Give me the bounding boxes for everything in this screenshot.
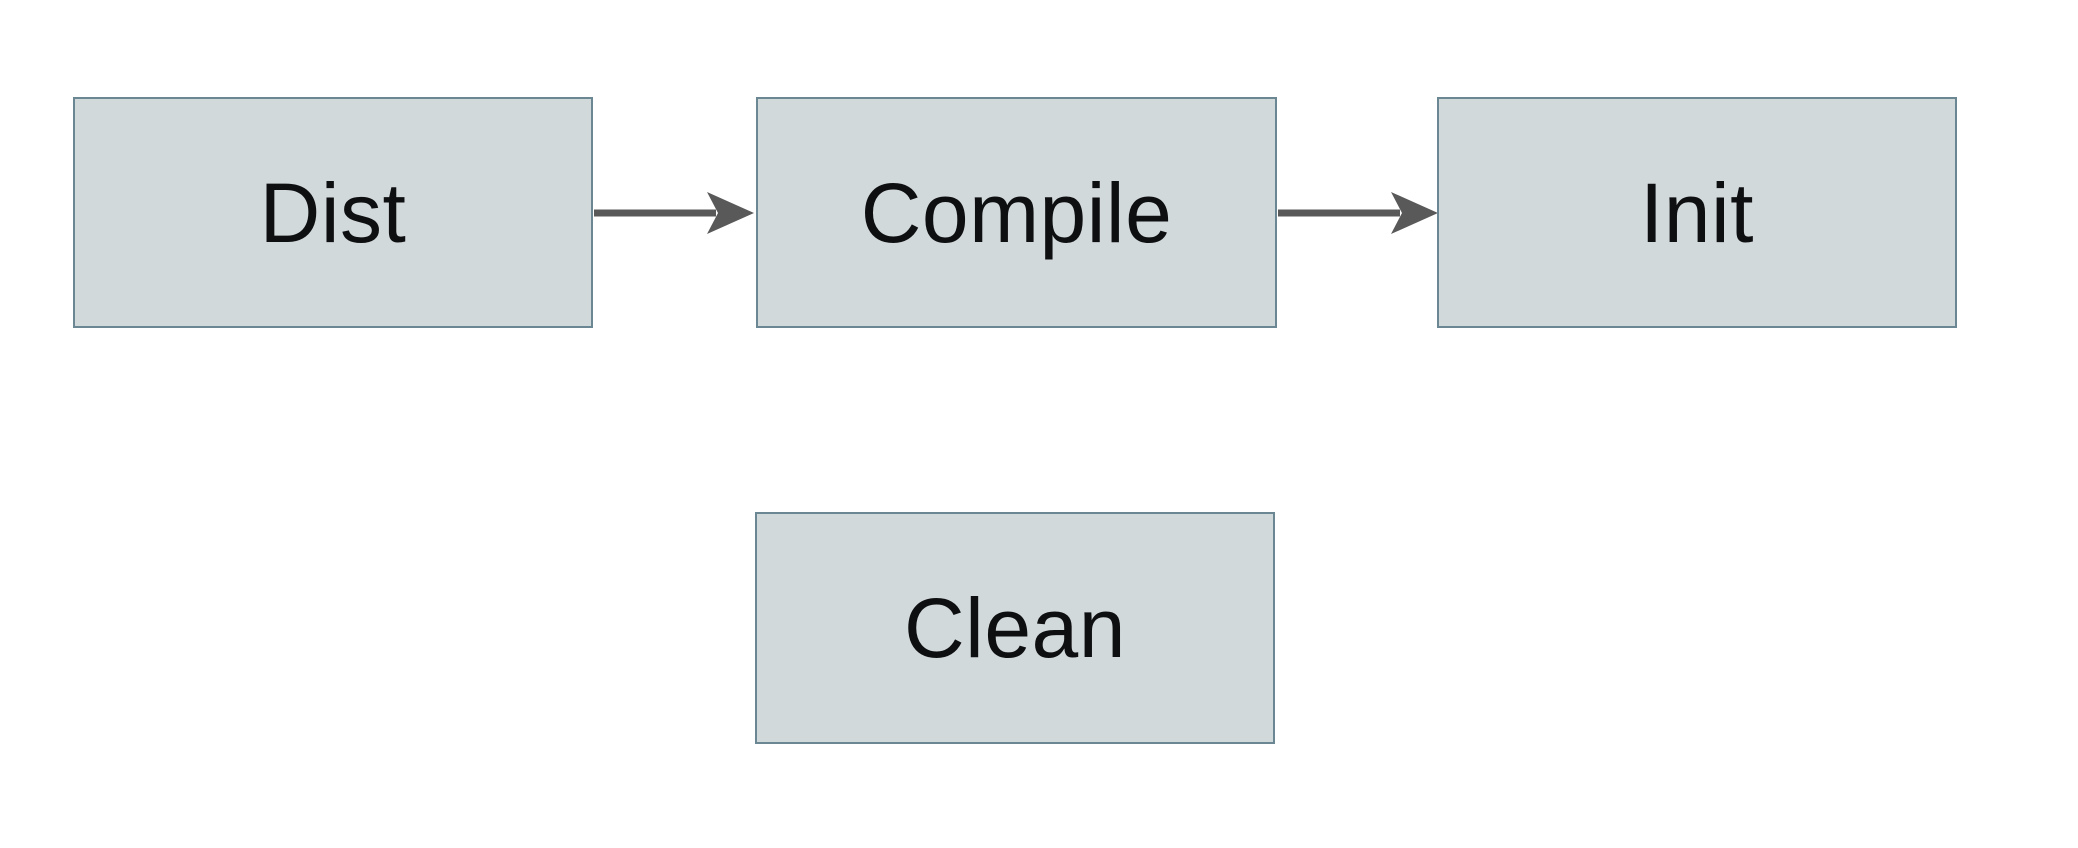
node-init-label: Init — [1639, 165, 1755, 260]
node-compile[interactable]: Compile — [756, 97, 1277, 328]
node-init[interactable]: Init — [1437, 97, 1957, 328]
node-clean-label: Clean — [904, 581, 1126, 675]
node-compile-label: Compile — [860, 165, 1173, 260]
node-dist-label: Dist — [259, 165, 407, 260]
connector-dist-compile-arrow-icon — [594, 192, 754, 234]
node-clean[interactable]: Clean — [755, 512, 1275, 744]
connector-compile-init-arrow-icon — [1278, 192, 1438, 234]
node-dist[interactable]: Dist — [73, 97, 593, 328]
